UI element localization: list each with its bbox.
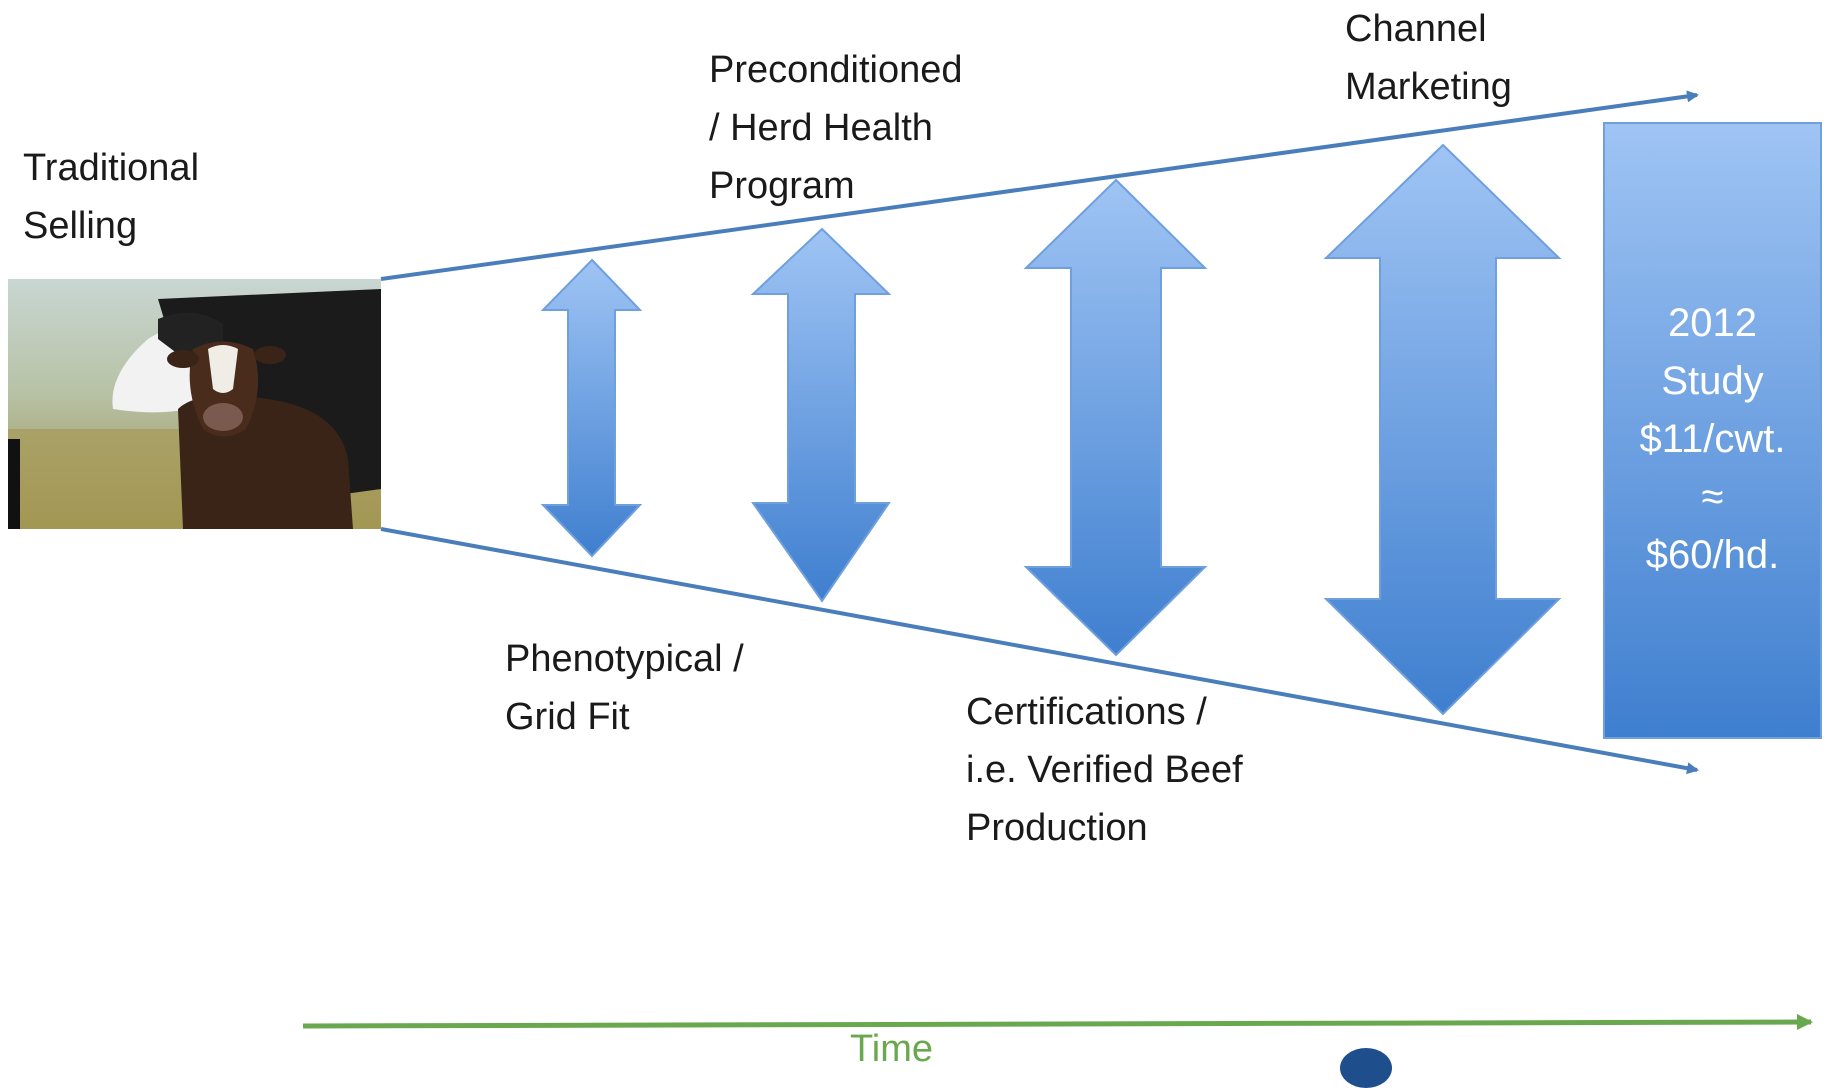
label-certifications: Certifications / i.e. Verified Beef Prod… <box>966 691 1243 849</box>
study-approx-symbol: ≈ <box>1701 475 1724 519</box>
funnel-bottom-line <box>380 527 1699 775</box>
double-arrow-preconditioned <box>750 227 892 603</box>
label-channel-marketing: Channel Marketing <box>1345 8 1512 108</box>
label-traditional-selling: Traditional Selling <box>23 147 200 247</box>
logo-partial <box>1340 1048 1392 1088</box>
study-year: 2012 <box>1668 301 1757 345</box>
label-phenotypical: Phenotypical / Grid Fit <box>505 638 744 738</box>
study-per-cwt: $11/cwt. <box>1639 417 1786 461</box>
double-arrow-channel <box>1323 143 1562 716</box>
study-word: Study <box>1661 359 1764 403</box>
study-result-box: 2012 Study $11/cwt. ≈ $60/hd. <box>1603 122 1822 739</box>
double-arrow-phenotypical <box>540 258 643 558</box>
time-axis-line <box>302 1014 1813 1031</box>
double-arrow-certifications <box>1023 178 1208 657</box>
time-axis-label: Time <box>850 1028 934 1070</box>
funnel-top-line <box>380 90 1699 281</box>
label-preconditioned: Preconditioned / Herd Health Program <box>709 49 963 207</box>
study-per-head: $60/hd. <box>1645 533 1780 577</box>
cattle-photo <box>8 279 381 529</box>
